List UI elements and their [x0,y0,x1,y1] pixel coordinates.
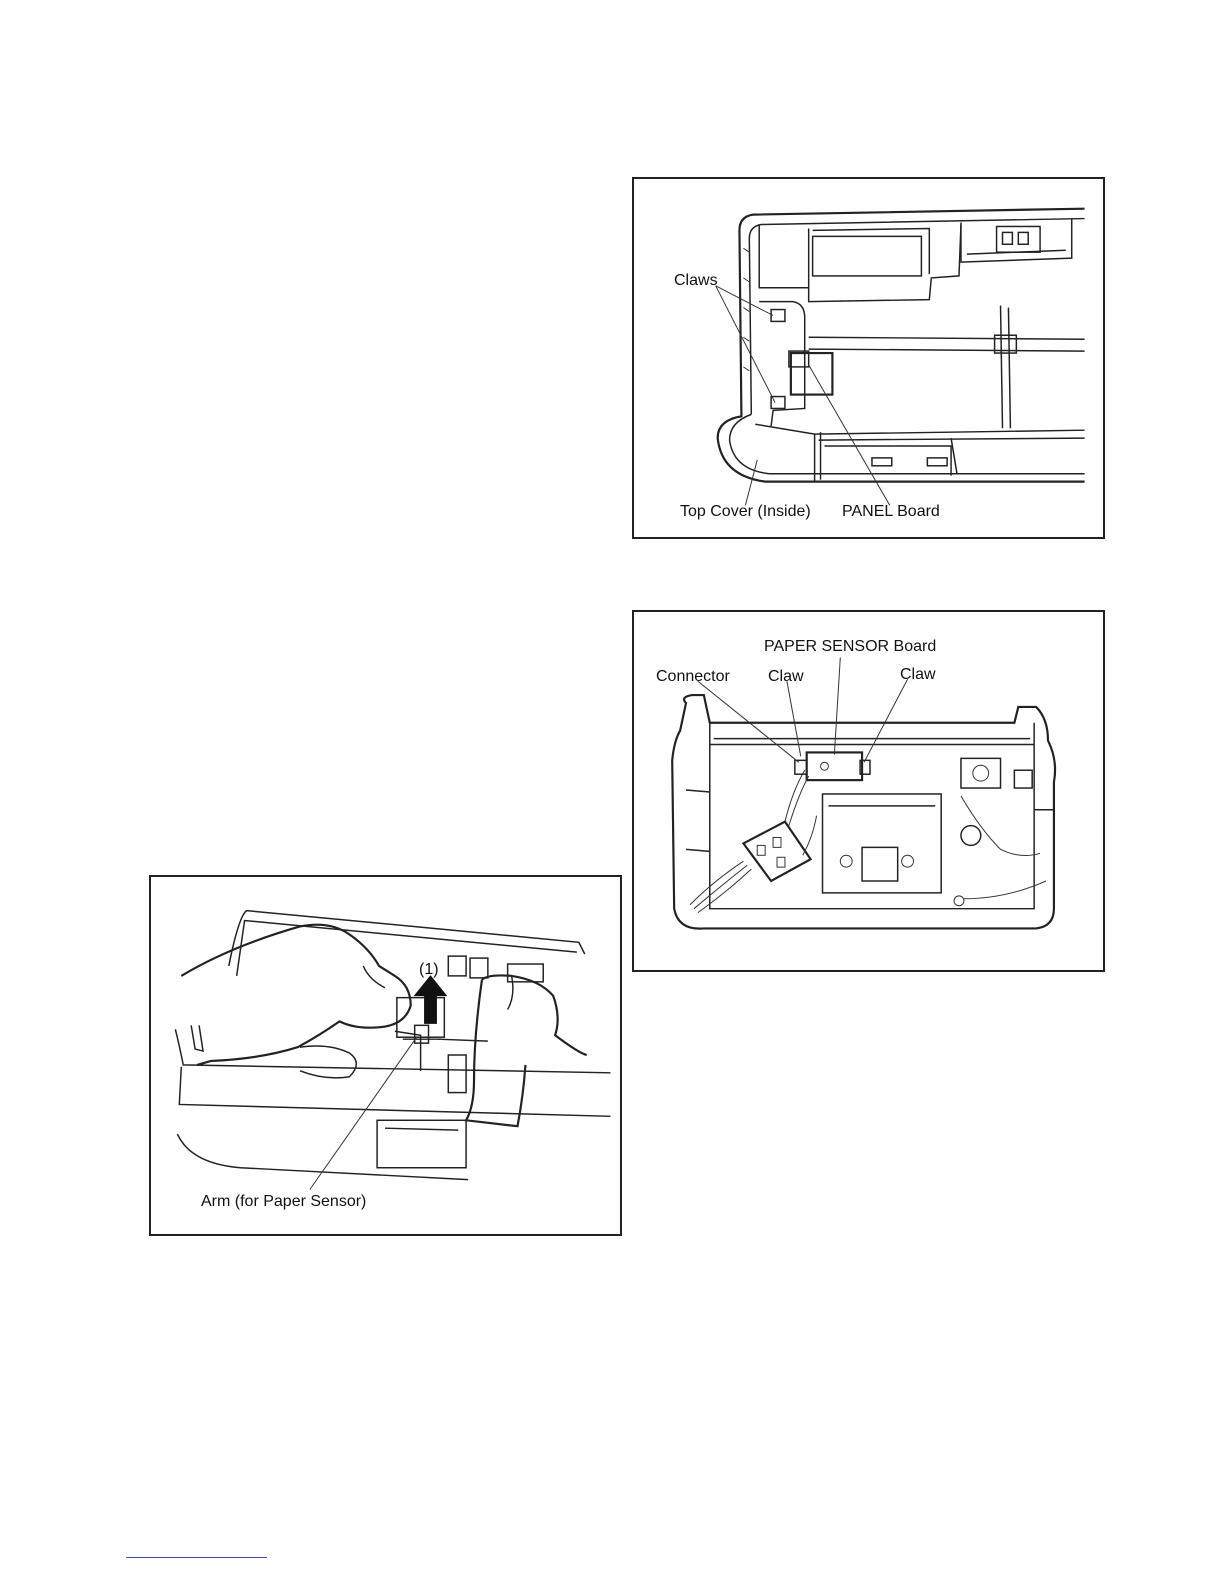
paper-sensor-illustration [634,612,1103,970]
footer-rule [126,1557,267,1558]
panel-board-label: PANEL Board [842,503,940,521]
figure-top-cover-inside: Claws Top Cover (Inside) PANEL Board [632,177,1105,539]
connector-label: Connector [656,668,730,686]
arm-illustration [151,877,620,1234]
paper-sensor-board-label: PAPER SENSOR Board [764,638,936,656]
step-1-label: (1) [419,961,439,979]
top-cover-label: Top Cover (Inside) [680,503,811,521]
claw-left-label: Claw [768,668,804,686]
arm-label: Arm (for Paper Sensor) [201,1193,366,1211]
claw-right-label: Claw [900,666,936,684]
figure-paper-sensor-board: PAPER SENSOR Board Connector Claw Claw [632,610,1105,972]
claws-label: Claws [674,272,718,290]
top-cover-illustration [634,179,1103,537]
figure-arm-paper-sensor: (1) Arm (for Paper Sensor) [149,875,622,1236]
